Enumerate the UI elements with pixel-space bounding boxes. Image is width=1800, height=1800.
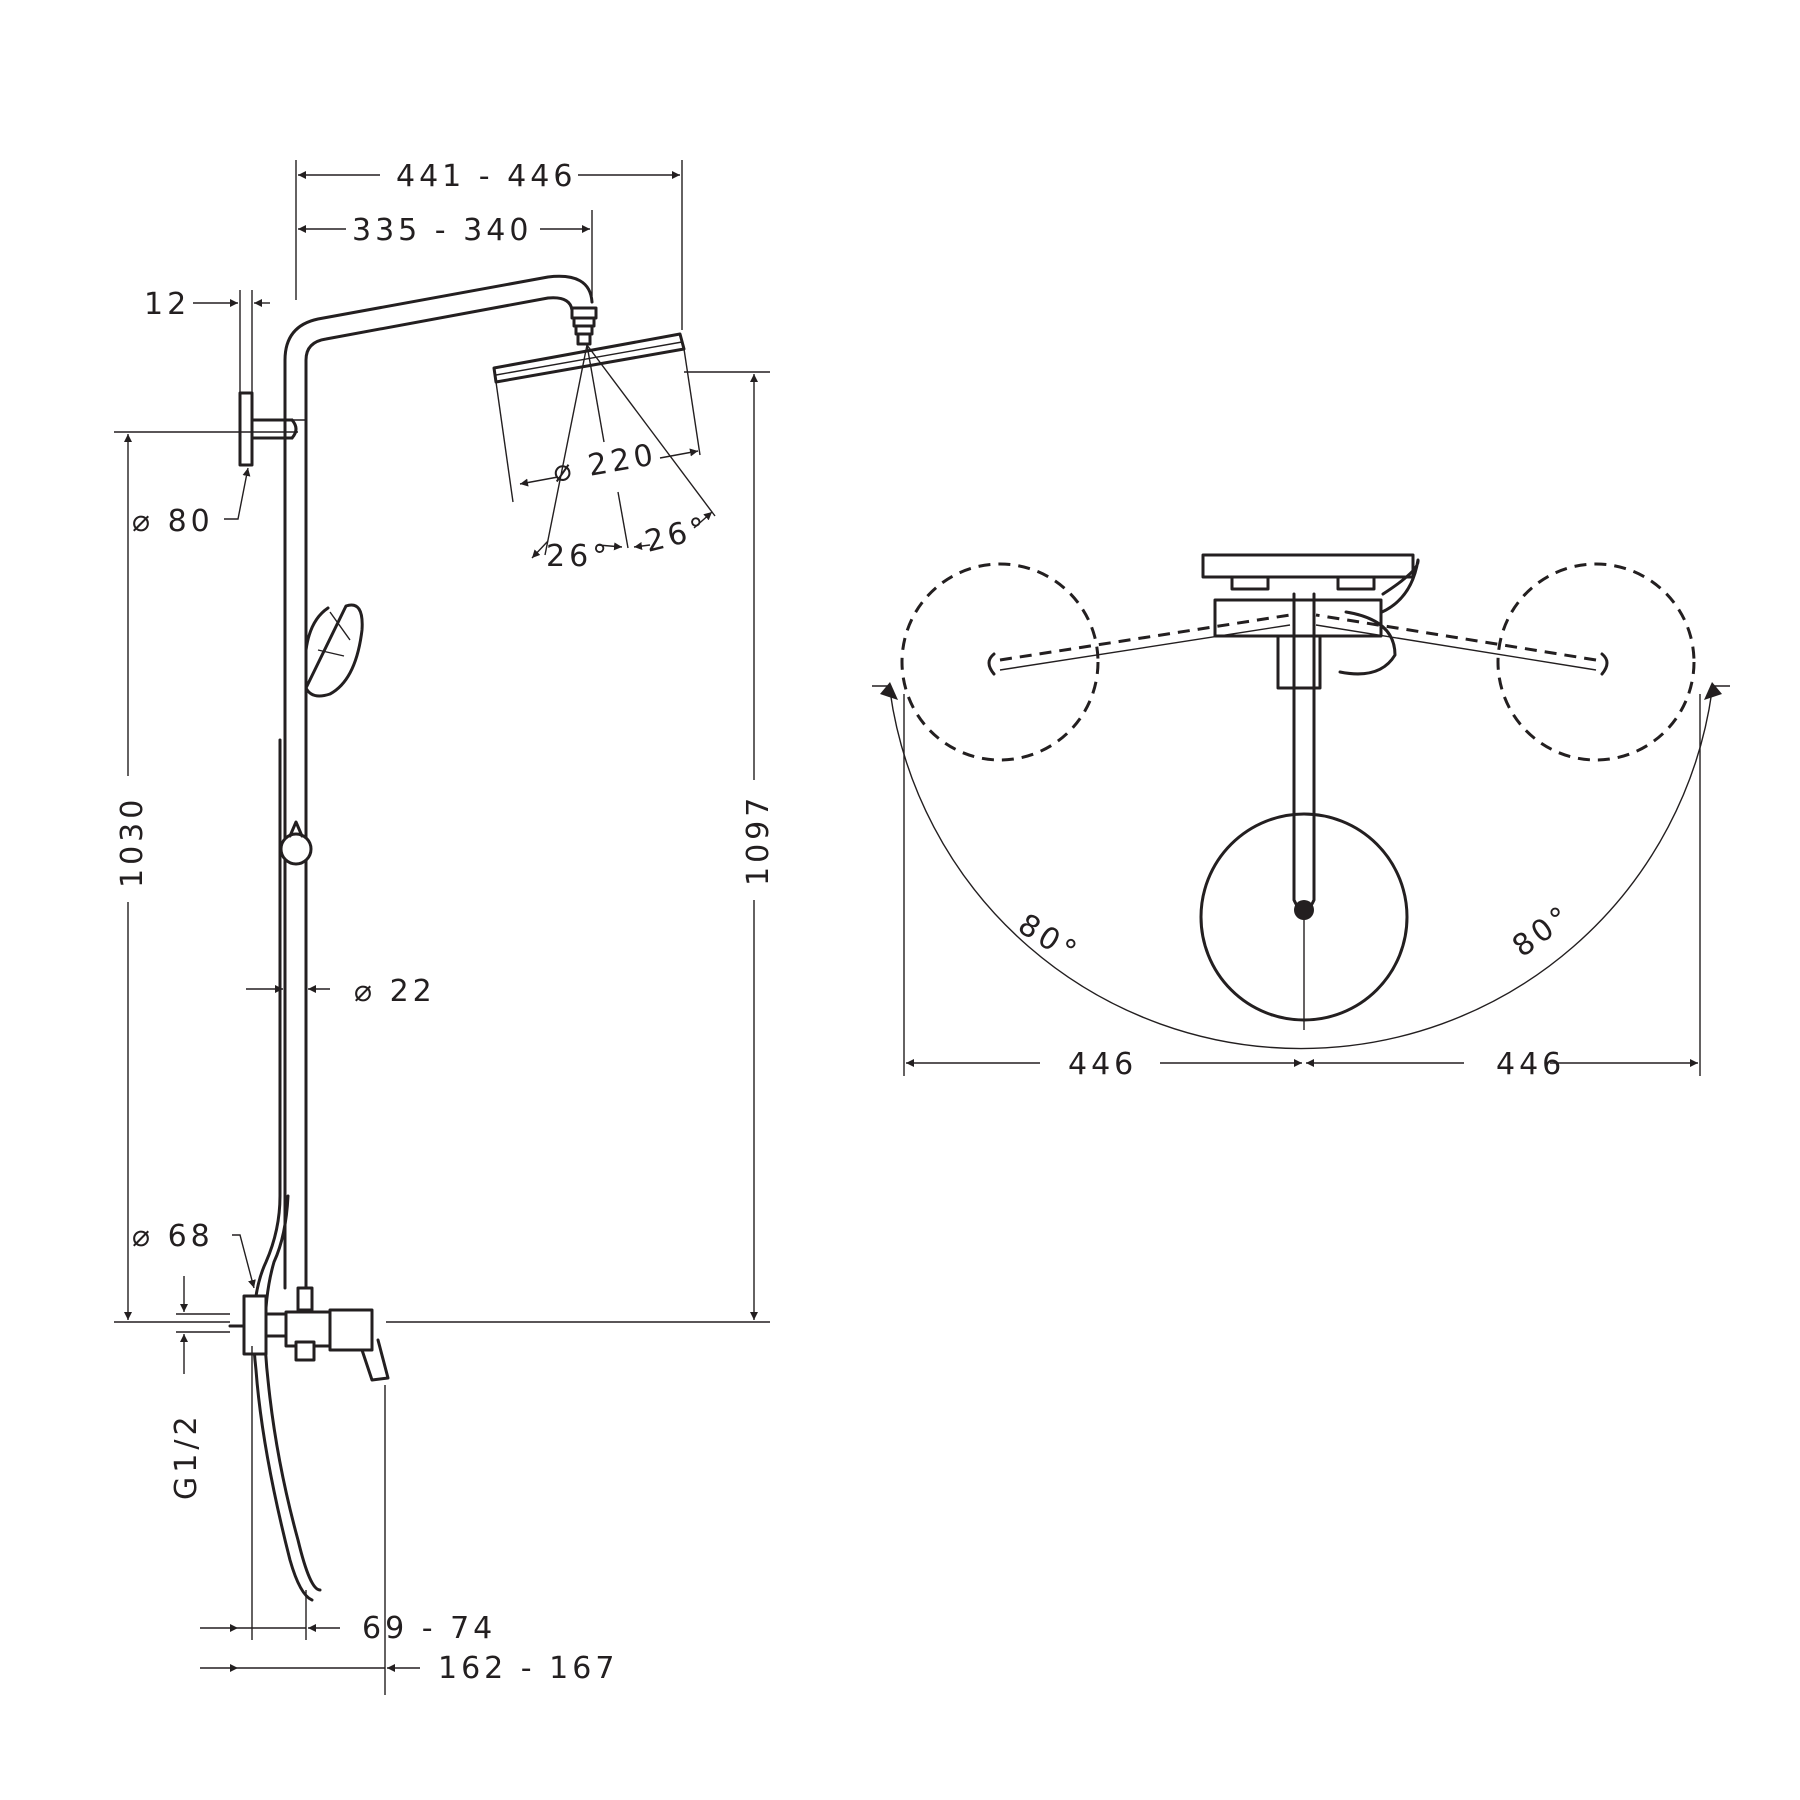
riser-pipe [283,274,594,1290]
rotation-angle-right-label: 80° [1506,898,1579,965]
wall-flange [238,391,254,467]
spray-angle-left-dimension [531,540,549,559]
half-width-right-label: 446 [1496,1047,1565,1082]
swivel-position-left [900,562,1291,762]
projection-long-label: 162 - 167 [438,1651,618,1686]
pipe-diameter-label: ⌀ 22 [354,974,436,1009]
swivel-position-right [1315,562,1696,762]
height-1030-label: 1030 [115,796,150,888]
mixer-top [1201,553,1420,690]
mixer-body [228,1286,390,1382]
mixer-flange-diameter-label: ⌀ 68 [132,1219,214,1254]
height-1097-label: 1097 [741,794,776,886]
spray-angle-right-label: 26° [641,510,713,560]
side-view: ⌀ 220 26° 26° [114,159,776,1695]
shower-hose [252,738,314,1602]
slider [279,820,313,866]
head-diameter-dimension-line [519,476,559,487]
spray-angle-left-label: 26° [546,539,611,574]
spray-angle-lines [495,344,716,556]
rotation-angle-left-label: 80° [1012,907,1086,971]
top-view: 80° 80° 446 446 [872,553,1730,1082]
spray-angle-right-dimension [633,542,651,550]
overall-width-label: 441 - 446 [396,159,576,194]
arm-length-label: 335 - 340 [352,213,532,248]
projection-short-label: 69 - 74 [362,1611,496,1646]
wall-gap-label: 12 [144,287,190,322]
hand-shower [304,603,364,698]
shower-arm-top [1292,592,1316,913]
wall-flange-diameter-label: ⌀ 80 [132,504,214,539]
shower-head-connector [570,306,598,346]
rotation-arc [889,690,1713,1050]
thread-size-label: G1/2 [169,1412,204,1500]
half-width-left-label: 446 [1068,1047,1137,1082]
